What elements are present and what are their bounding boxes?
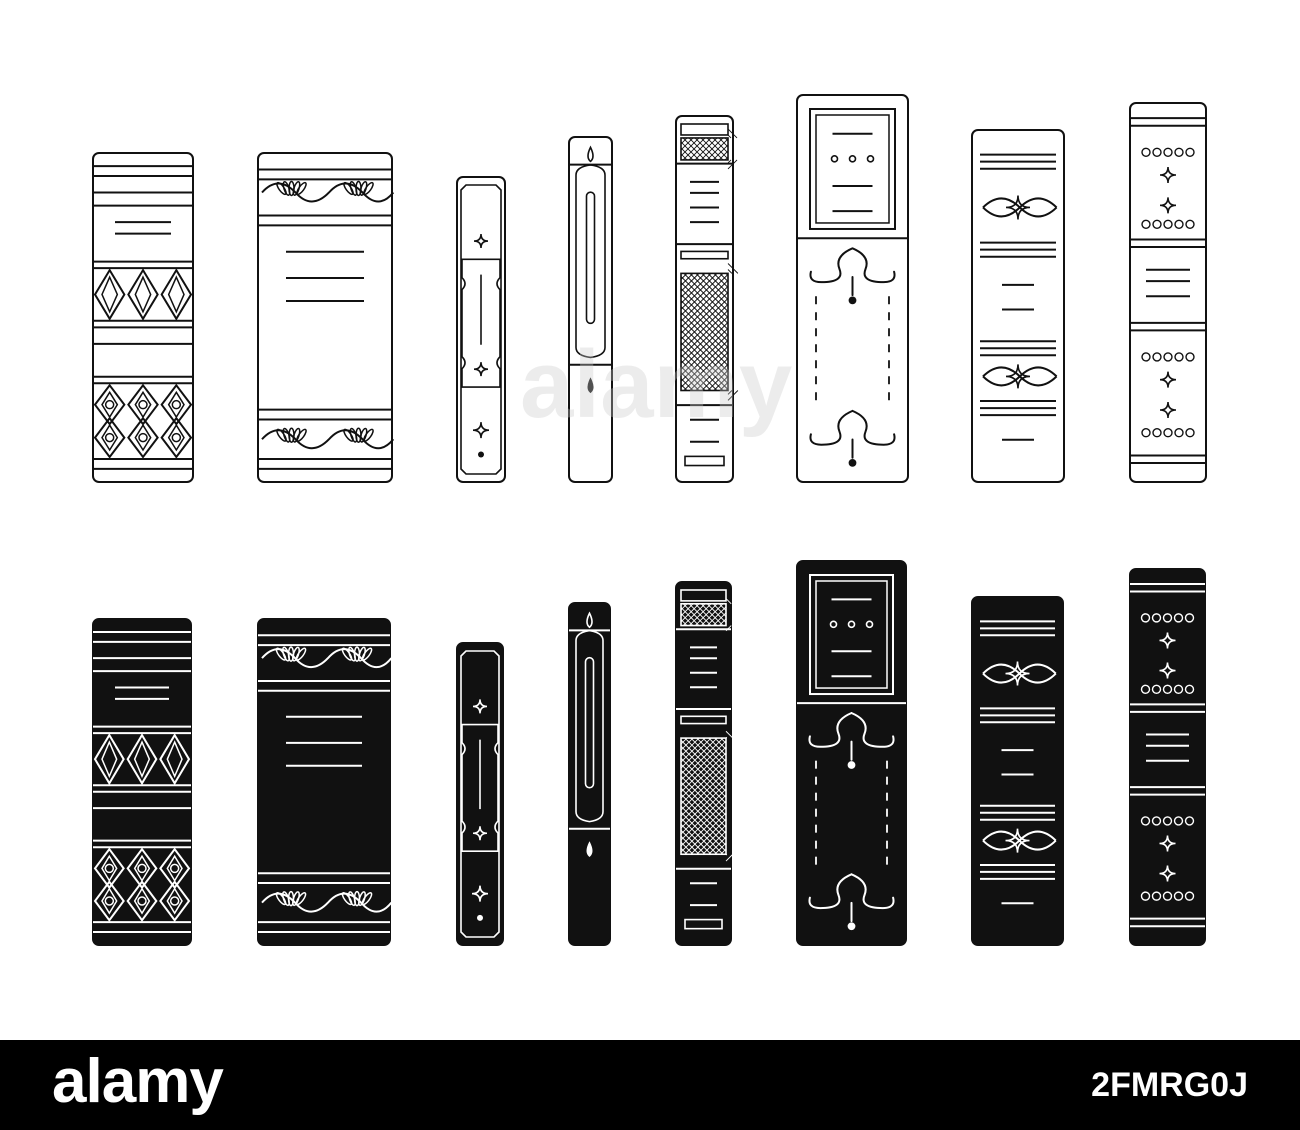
book-spine-solid-diamond-bands: [92, 618, 192, 946]
book-spine-solid-knot-bands: [971, 596, 1064, 946]
book-spine-outline-star-ornaments: [1129, 102, 1207, 483]
book-spine-outline-lattice: [675, 115, 739, 483]
book-spine-outline-scroll-frame: [796, 94, 909, 483]
book-spine-solid-fleur-slim: [456, 642, 504, 946]
book-spine-solid-lattice: [675, 581, 734, 946]
book-spine-solid-drop-capsule: [568, 602, 611, 946]
image-id: 2FMRG0J: [1091, 1066, 1248, 1104]
book-spine-solid-star-ornaments: [1129, 568, 1206, 946]
book-spines-illustration: [92, 94, 1207, 946]
book-spine-solid-floral-bands: [257, 618, 393, 946]
book-spine-solid-scroll-frame: [796, 560, 907, 946]
book-spine-outline-knot-bands: [971, 129, 1065, 483]
footer-bar: alamy 2FMRG0J: [0, 1040, 1300, 1130]
book-spine-outline-drop-capsule: [568, 136, 613, 483]
alamy-logo: alamy: [52, 1047, 224, 1116]
book-spine-outline-diamond-bands: [92, 152, 194, 483]
book-spine-outline-floral-bands: [257, 152, 395, 483]
book-spine-outline-fleur-slim: [456, 176, 506, 483]
